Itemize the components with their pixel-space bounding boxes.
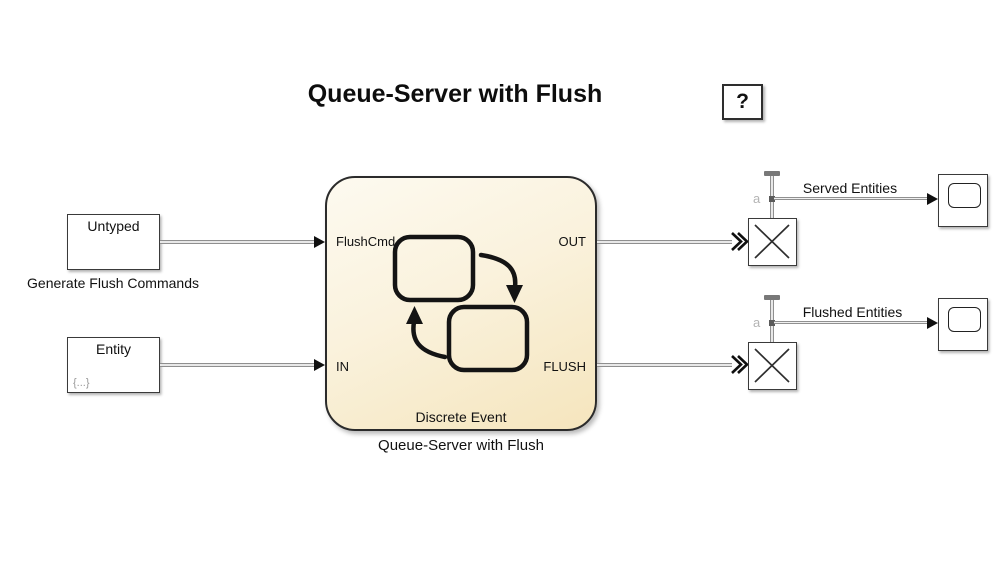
help-button[interactable]: ?: [722, 84, 763, 120]
diagram-title: Queue-Server with Flush: [307, 80, 603, 108]
x-mark-icon: [754, 348, 790, 383]
served-entities-label: Served Entities: [802, 180, 898, 196]
arrowhead-scope-served-icon: [927, 193, 938, 205]
port-label-in: IN: [336, 359, 349, 374]
chart-inner-label: Discrete Event: [415, 409, 507, 425]
port-label-flushcmd: FlushCmd: [336, 234, 396, 249]
help-button-label: ?: [736, 90, 749, 113]
port-label-flush: FLUSH: [543, 359, 586, 374]
stem-cap-icon: [764, 171, 780, 176]
branch-dot-icon: [769, 320, 775, 326]
entity-terminator-flushed-block[interactable]: [748, 342, 797, 390]
entity-terminator-served-block[interactable]: [748, 218, 797, 266]
entity-block-title: Entity: [95, 341, 131, 357]
wire-flushed-to-scope[interactable]: [774, 321, 928, 324]
scope-flushed-block[interactable]: [938, 298, 988, 351]
arrowhead-scope-flushed-icon: [927, 317, 938, 329]
wire-entity-to-chart[interactable]: [160, 363, 316, 367]
wire-served-to-scope[interactable]: [774, 197, 928, 200]
port-label-out: OUT: [558, 234, 586, 249]
branch-dot-icon: [769, 196, 775, 202]
entity-type-badge: {...}: [73, 377, 90, 389]
wire-flush-to-terminator[interactable]: [597, 363, 732, 367]
stem-cap-icon: [764, 295, 780, 300]
flushed-signal-label: a: [753, 315, 761, 330]
state-machine-icon: [392, 234, 530, 373]
untyped-block-title: Untyped: [87, 218, 140, 234]
served-signal-label: a: [753, 191, 761, 206]
scope-served-block[interactable]: [938, 174, 988, 227]
entity-input-chevron-icon: [731, 232, 749, 251]
arrowhead-in-icon: [314, 359, 325, 371]
flushed-entities-label: Flushed Entities: [802, 304, 903, 320]
arrowhead-flushcmd-icon: [314, 236, 325, 248]
entity-input-chevron-icon: [731, 355, 749, 374]
queue-server-chart-block[interactable]: FlushCmd IN OUT FLUSH Discrete Event: [325, 176, 597, 431]
untyped-block-caption: Generate Flush Commands: [27, 275, 199, 291]
x-mark-icon: [754, 224, 790, 259]
scope-screen-icon: [948, 307, 981, 332]
scope-screen-icon: [948, 183, 981, 208]
wire-out-to-terminator[interactable]: [597, 240, 732, 244]
chart-caption: Queue-Server with Flush: [378, 437, 544, 454]
untyped-source-block[interactable]: Untyped: [67, 214, 160, 270]
entity-source-block[interactable]: Entity {...}: [67, 337, 160, 393]
wire-untyped-to-chart[interactable]: [160, 240, 316, 244]
